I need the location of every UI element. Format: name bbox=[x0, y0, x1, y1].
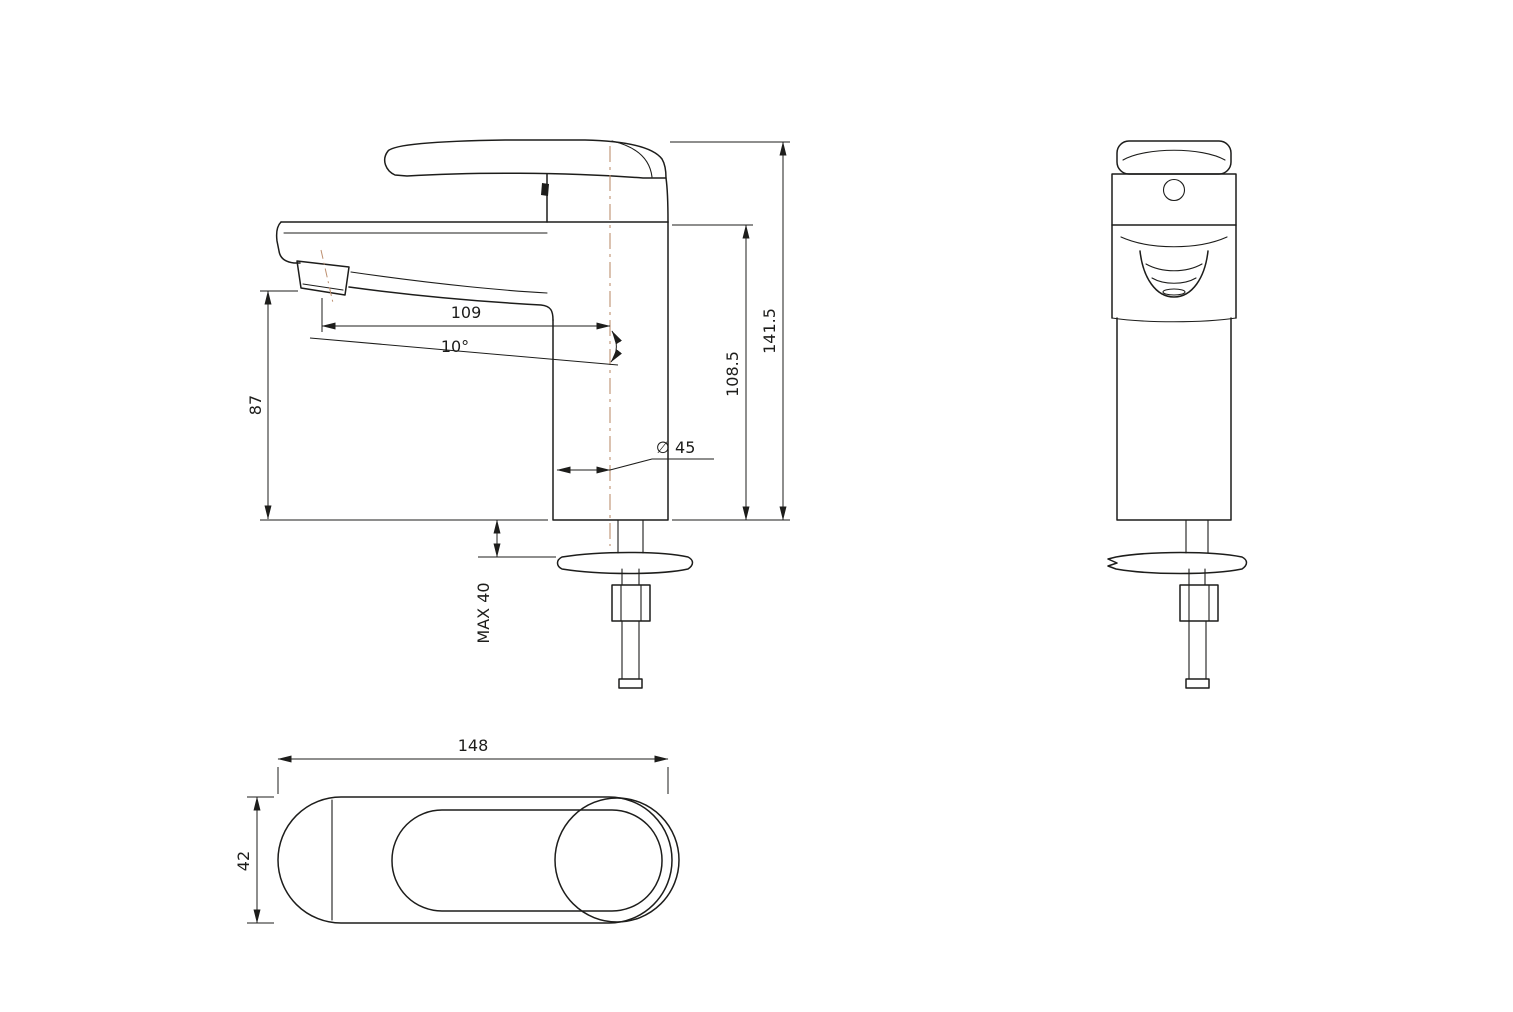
spout-tip-edge bbox=[275, 221, 301, 264]
threaded-rod bbox=[621, 620, 640, 680]
dim-label-spout-outlet-height: 87 bbox=[246, 395, 265, 415]
front-rod-end-collar bbox=[1185, 678, 1210, 689]
dim-spout-reach: 109 bbox=[321, 298, 611, 332]
front-body-column bbox=[1116, 317, 1232, 521]
handle-lever bbox=[384, 139, 667, 179]
spout-underside-inner bbox=[350, 271, 548, 294]
front-aerator-cup bbox=[1139, 250, 1209, 298]
leader-line bbox=[609, 458, 714, 471]
front-handle bbox=[1116, 140, 1232, 175]
mounting-shank bbox=[617, 519, 644, 554]
dimensions: 109 10° 87 141.5 108.5 bbox=[234, 141, 790, 924]
front-handle-pivot-hole bbox=[1162, 178, 1186, 202]
front-hex-nut bbox=[1179, 584, 1219, 622]
dim-label-max-deck-thickness: MAX 40 bbox=[474, 582, 493, 643]
front-spout-bottom-curve bbox=[1111, 317, 1237, 323]
dim-body-width: 42 bbox=[234, 796, 274, 924]
neck-body bbox=[546, 173, 669, 223]
angle-line bbox=[309, 337, 619, 366]
dim-spout-outlet-height: 87 bbox=[246, 290, 298, 520]
top-view bbox=[277, 796, 680, 924]
rod-end-collar bbox=[618, 678, 643, 689]
mounting-flange bbox=[556, 551, 694, 575]
dim-overall-length: 148 bbox=[277, 736, 669, 794]
front-aerator-rings bbox=[1145, 263, 1203, 284]
handle-cap-line bbox=[611, 140, 653, 178]
side-view bbox=[275, 139, 694, 689]
front-mounting-flange bbox=[1107, 551, 1248, 575]
dim-label-spout-top-height: 108.5 bbox=[723, 351, 742, 397]
lever-screw-detail bbox=[541, 183, 549, 196]
dim-body-diameter: ∅ 45 bbox=[556, 438, 714, 474]
top-handle-pivot-circle bbox=[554, 797, 680, 923]
front-hex-nut-facets bbox=[1188, 584, 1210, 622]
front-aerator-outlet bbox=[1162, 288, 1186, 296]
front-spout-face-curve bbox=[1120, 236, 1228, 248]
angle-arc bbox=[610, 330, 623, 363]
dim-label-body-width: 42 bbox=[234, 851, 253, 871]
dim-overall-height: 141.5 bbox=[670, 141, 790, 521]
ext-lines bbox=[277, 767, 669, 794]
dim-spout-angle: 10° bbox=[309, 330, 623, 366]
top-lever-outline bbox=[391, 809, 663, 912]
hex-nut bbox=[611, 584, 651, 622]
aerator-block bbox=[296, 260, 350, 296]
front-cartridge-band bbox=[1111, 173, 1237, 226]
body-column bbox=[552, 221, 669, 521]
front-spout-band bbox=[1111, 224, 1237, 319]
aerator-face-line bbox=[302, 283, 344, 291]
aerator-centerline bbox=[320, 249, 334, 304]
shank-below-flange bbox=[621, 568, 640, 586]
front-view bbox=[1107, 140, 1248, 689]
dim-label-overall-length: 148 bbox=[458, 736, 489, 755]
dim-label-spout-reach: 109 bbox=[451, 303, 482, 322]
spout-underside bbox=[348, 286, 554, 321]
top-body-outline bbox=[277, 796, 673, 924]
front-mounting-shank bbox=[1185, 519, 1209, 554]
dim-label-spout-angle: 10° bbox=[441, 337, 469, 356]
front-shank-below-flange bbox=[1188, 568, 1206, 586]
dim-spout-top-height: 108.5 bbox=[672, 224, 753, 521]
ext-lines bbox=[247, 796, 274, 924]
front-threaded-rod bbox=[1188, 620, 1207, 680]
dim-label-overall-height: 141.5 bbox=[760, 308, 779, 354]
dim-label-body-diameter: ∅ 45 bbox=[656, 438, 695, 457]
front-handle-top-line bbox=[1122, 149, 1226, 161]
hex-nut-facets bbox=[620, 584, 642, 622]
dim-max-deck-thickness: MAX 40 bbox=[474, 519, 556, 644]
